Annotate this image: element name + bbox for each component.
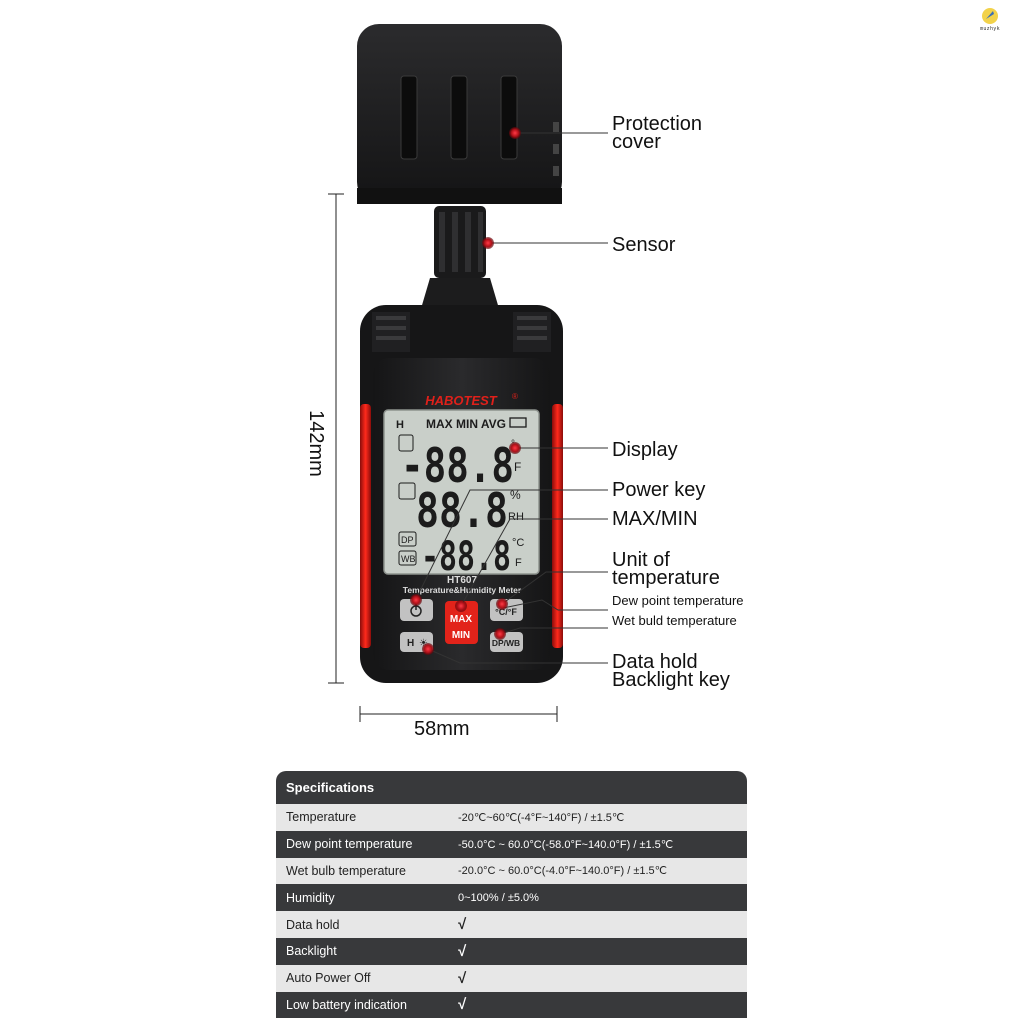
callout-dots [410, 127, 521, 655]
spec-key: Humidity [286, 890, 335, 905]
callout-lines [415, 132, 608, 664]
specifications-title: Specifications [276, 771, 747, 804]
spec-row: Data hold √ [276, 911, 747, 938]
temperature-readout: -88.8 [401, 439, 514, 494]
spec-key: Dew point temperature [286, 837, 413, 852]
protection-cover-label: Protection cover [612, 113, 703, 153]
spec-row: Low battery indication √ [276, 991, 747, 1019]
unit-c-3: °C [512, 537, 524, 549]
spec-key: Temperature [286, 810, 357, 825]
unit-f-1: F [514, 460, 521, 474]
unit-rh: RH [508, 511, 524, 523]
spec-value: -50.0°C ~ 60.0°C(-58.0°F~140.0°F) / ±1.5… [458, 838, 674, 851]
max-min-button[interactable]: MAX MIN [445, 601, 478, 644]
spec-row: Humidity 0~100% / ±5.0% [276, 884, 747, 912]
wb-indicator: WB [401, 554, 416, 564]
unit-label-line2: temperature [612, 567, 720, 589]
unit-label-line1: Unit of [612, 549, 670, 571]
max-min-label: MAX/MIN [612, 508, 698, 530]
spec-row: Dew point temperature -50.0°C ~ 60.0°C(-5… [276, 830, 747, 858]
width-dimension: 58mm [414, 718, 470, 740]
protection-label-line1: Protection [612, 113, 703, 135]
corner-logo-text: muzhyk [980, 26, 1000, 32]
model-subtitle: Temperature&Humidity Meter [403, 585, 522, 595]
dp-wb-readout: -88.8 [421, 534, 511, 580]
unit-of-temperature-label: Unit of temperature [612, 549, 720, 589]
hold-label: H [407, 638, 414, 649]
wet-bulb-label: Wet buld temperature [612, 613, 737, 628]
power-key-label: Power key [612, 479, 706, 501]
dimension-lines [328, 193, 558, 722]
corner-logo-icon [982, 8, 998, 24]
sensor-label: Sensor [612, 234, 676, 256]
protection-cover [357, 24, 562, 204]
model-name: HT607 [447, 575, 477, 586]
height-dimension: 142mm [304, 410, 327, 477]
spec-key: Low battery indication [286, 997, 407, 1012]
spec-row: Wet bulb temperature -20.0°C ~ 60.0°C(-4.… [276, 857, 747, 885]
specifications-table: Specifications Temperature -20℃~60℃(-4°F~… [276, 771, 747, 1019]
sensor-probe [420, 206, 500, 312]
spec-key: Wet bulb temperature [286, 863, 406, 878]
dp-indicator: DP [401, 535, 414, 545]
backlight-icon: ☀ [419, 638, 428, 649]
unit-f-3: F [515, 557, 522, 569]
registered-mark: ® [512, 392, 518, 401]
spec-value: 0~100% / ±5.0% [458, 891, 539, 904]
max-label: MAX [450, 614, 473, 625]
spec-value: √ [458, 916, 467, 934]
spec-value: -20℃~60℃(-4°F~140°F) / ±1.5℃ [458, 811, 625, 824]
cf-label: °C/°F [495, 607, 517, 617]
hold-indicator: H [396, 419, 404, 431]
unit-percent: % [510, 488, 521, 502]
spec-value: -20.0°C ~ 60.0°C(-4.0°F~140.0°F) / ±1.5℃ [458, 865, 668, 878]
spec-key: Auto Power Off [286, 971, 371, 986]
spec-row: Temperature -20℃~60℃(-4°F~140°F) / ±1.5℃ [276, 804, 747, 831]
protection-label-line2: cover [612, 131, 661, 153]
spec-key: Data hold [286, 917, 340, 932]
spec-row: Auto Power Off √ [276, 964, 747, 992]
min-label: MIN [452, 630, 470, 641]
data-hold-label: Data hold [612, 651, 698, 673]
spec-value: √ [458, 996, 467, 1014]
max-min-avg-indicator: MAX MIN AVG [426, 417, 506, 431]
backlight-key-label: Backlight key [612, 669, 730, 691]
dew-point-label: Dew point temperature [612, 593, 744, 608]
corner-logo: muzhyk [970, 6, 1010, 46]
spec-value: √ [458, 969, 467, 987]
specifications-rows: Temperature -20℃~60℃(-4°F~140°F) / ±1.5℃ D… [276, 804, 747, 1019]
spec-value: √ [458, 942, 467, 960]
lcd-display: H MAX MIN AVG -88.8 ° F 88.8 % RH -88.8 … [383, 409, 540, 580]
humidity-readout: 88.8 [416, 484, 508, 539]
spec-row: Backlight √ [276, 937, 747, 965]
display-label: Display [612, 439, 678, 461]
brand-logo: HABOTEST [425, 393, 498, 408]
dpwb-label: DP/WB [492, 638, 520, 648]
spec-key: Backlight [286, 944, 337, 959]
